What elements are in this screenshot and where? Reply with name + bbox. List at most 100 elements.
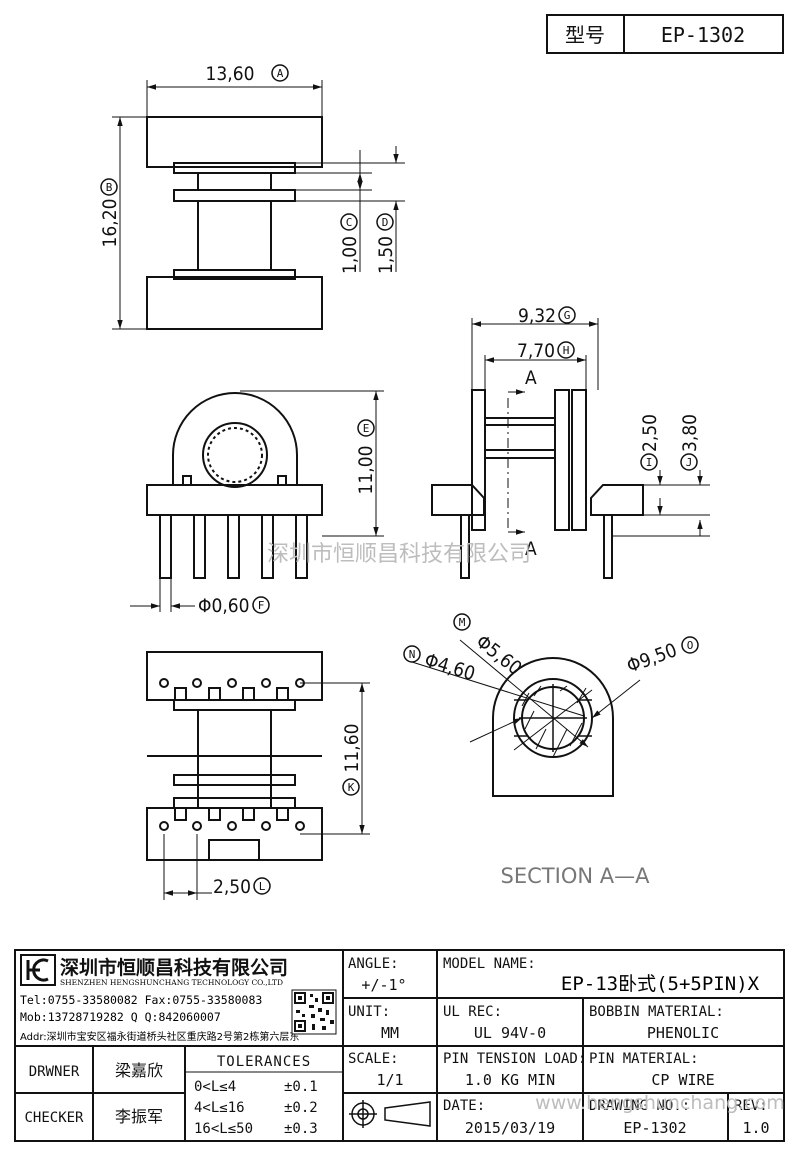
- company-tel: Tel:0755-33580082 Fax:0755-33580083: [20, 993, 262, 1007]
- scale-label: SCALE:: [348, 1051, 399, 1067]
- svg-text:C: C: [346, 216, 353, 229]
- pin-tension-value: 1.0 KG MIN: [465, 1071, 555, 1089]
- tol-range-2: 4<L≤16: [194, 1100, 245, 1116]
- company-name-en: SHENZHEN HENGSHUNCHANG TECHNOLOGY CO.,LT…: [60, 978, 283, 987]
- top-view: [146, 116, 323, 330]
- company-addr: Addr:深圳市宝安区福永街道桥头社区重庆路2号第2栋第六层东: [20, 1030, 299, 1043]
- tag-k-icon: K: [342, 778, 360, 796]
- dim-2-50: 2,50: [639, 414, 661, 452]
- svg-text:A: A: [277, 67, 284, 80]
- tag-f-icon: F: [252, 596, 270, 614]
- tag-m-icon: M: [453, 613, 471, 631]
- drawner-value: 梁嘉欣: [115, 1061, 163, 1080]
- company-logo-icon: [20, 954, 56, 986]
- qr-code-icon: [291, 989, 337, 1035]
- tol-value-1: ±0.1: [284, 1079, 318, 1095]
- tol-value-3: ±0.3: [284, 1121, 318, 1137]
- svg-text:M: M: [459, 616, 466, 629]
- model-name-label: MODEL NAME:: [443, 956, 536, 972]
- model-label: 型号: [565, 23, 605, 47]
- pin-material-value: CP WIRE: [651, 1071, 714, 1089]
- watermark-web: www.hengshunchang.com: [535, 1092, 785, 1114]
- dim-11-60: 11,60: [341, 724, 363, 773]
- tag-o-icon: O: [681, 636, 699, 654]
- rev-label: REV:: [734, 1098, 768, 1114]
- side-view: [431, 389, 644, 579]
- dim-n-4-60: Φ4,60: [422, 649, 478, 685]
- svg-text:L: L: [259, 880, 266, 893]
- section-hatch: [521, 685, 587, 758]
- tag-j-icon: J: [680, 453, 698, 471]
- tag-n-icon: N: [403, 645, 421, 663]
- unit-value: MM: [381, 1024, 399, 1042]
- angle-value: +/-1°: [361, 976, 406, 994]
- svg-text:K: K: [348, 781, 355, 794]
- front-view: [146, 392, 323, 579]
- svg-text:N: N: [409, 648, 416, 661]
- ul-value: UL 94V-0: [474, 1024, 546, 1042]
- bobbin-material-value: PHENOLIC: [647, 1024, 719, 1042]
- bobbin-material-label: BOBBIN MATERIAL:: [589, 1004, 724, 1020]
- svg-text:E: E: [363, 422, 370, 435]
- dim-7-70: 7,70: [517, 340, 555, 362]
- dim-11-00: 11,00: [355, 446, 377, 495]
- projection-symbol-icon: [349, 1100, 431, 1128]
- dim-2-50-pitch: 2,50: [213, 876, 251, 898]
- dim-16-20: 16,20: [99, 199, 121, 248]
- dim-1-50: 1,50: [375, 236, 397, 274]
- drawing-no-label: DRAWING NO.:: [589, 1098, 690, 1114]
- tol-range-3: 16<L≤50: [194, 1121, 253, 1137]
- checker-label: CHECKER: [24, 1110, 84, 1126]
- company-mob: Mob:13728719282 Q Q:842060007: [20, 1010, 221, 1024]
- watermark-cn: 深圳市恒顺昌科技有限公司: [267, 542, 531, 567]
- tag-g-icon: G: [558, 306, 576, 324]
- svg-text:B: B: [106, 181, 113, 194]
- model-header: 型号 EP-1302: [546, 14, 784, 54]
- scale-value: 1/1: [376, 1071, 403, 1089]
- tag-h-icon: H: [557, 341, 575, 359]
- svg-text:F: F: [258, 599, 265, 612]
- section-view-dims: [411, 639, 641, 751]
- drawing-no-value: EP-1302: [623, 1119, 686, 1137]
- tag-d-icon: D: [376, 213, 394, 231]
- section-title: SECTION A—A: [501, 864, 651, 888]
- date-value: 2015/03/19: [465, 1119, 555, 1137]
- model-name-value: EP-13卧式(5+5PIN)X: [561, 973, 760, 995]
- svg-text:H: H: [563, 344, 570, 357]
- side-view-dims: [471, 318, 710, 537]
- tag-e-icon: E: [357, 419, 375, 437]
- front-view-dims: [130, 390, 384, 612]
- drawner-label: DRWNER: [29, 1064, 80, 1080]
- section-mark-bottom: A: [525, 538, 537, 560]
- rev-value: 1.0: [742, 1119, 769, 1137]
- bottom-view-dims: [163, 682, 370, 900]
- pin-tension-label: PIN TENSION LOAD:: [443, 1051, 586, 1067]
- svg-text:I: I: [646, 456, 653, 469]
- top-view-dims: [112, 80, 405, 330]
- tag-i-icon: I: [640, 453, 658, 471]
- dim-13-60: 13,60: [206, 63, 255, 85]
- svg-text:J: J: [686, 456, 693, 469]
- dim-3-80: 3,80: [679, 414, 701, 452]
- dim-9-32: 9,32: [518, 305, 556, 327]
- tol-value-2: ±0.2: [284, 1100, 318, 1116]
- title-block-grid: [14, 949, 785, 1142]
- bottom-view: [146, 651, 323, 861]
- dim-o-9-50: Φ9,50: [624, 639, 680, 677]
- pin-material-label: PIN MATERIAL:: [589, 1051, 699, 1067]
- checker-value: 李振军: [115, 1107, 163, 1126]
- tol-range-1: 0<L≤4: [194, 1079, 236, 1095]
- section-mark-top: A: [525, 367, 537, 389]
- model-value: EP-1302: [661, 23, 745, 47]
- dim-1-00: 1,00: [339, 236, 361, 274]
- svg-text:O: O: [687, 639, 694, 652]
- dim-pin-0-60: Φ0,60: [198, 595, 250, 617]
- tolerances-label: TOLERANCES: [217, 1054, 311, 1070]
- tag-a-icon: A: [271, 64, 289, 82]
- svg-text:G: G: [564, 309, 571, 322]
- company-name-cn: 深圳市恒顺昌科技有限公司: [60, 956, 288, 979]
- date-label: DATE:: [443, 1098, 485, 1114]
- section-line: [507, 389, 525, 535]
- tag-c-icon: C: [340, 213, 358, 231]
